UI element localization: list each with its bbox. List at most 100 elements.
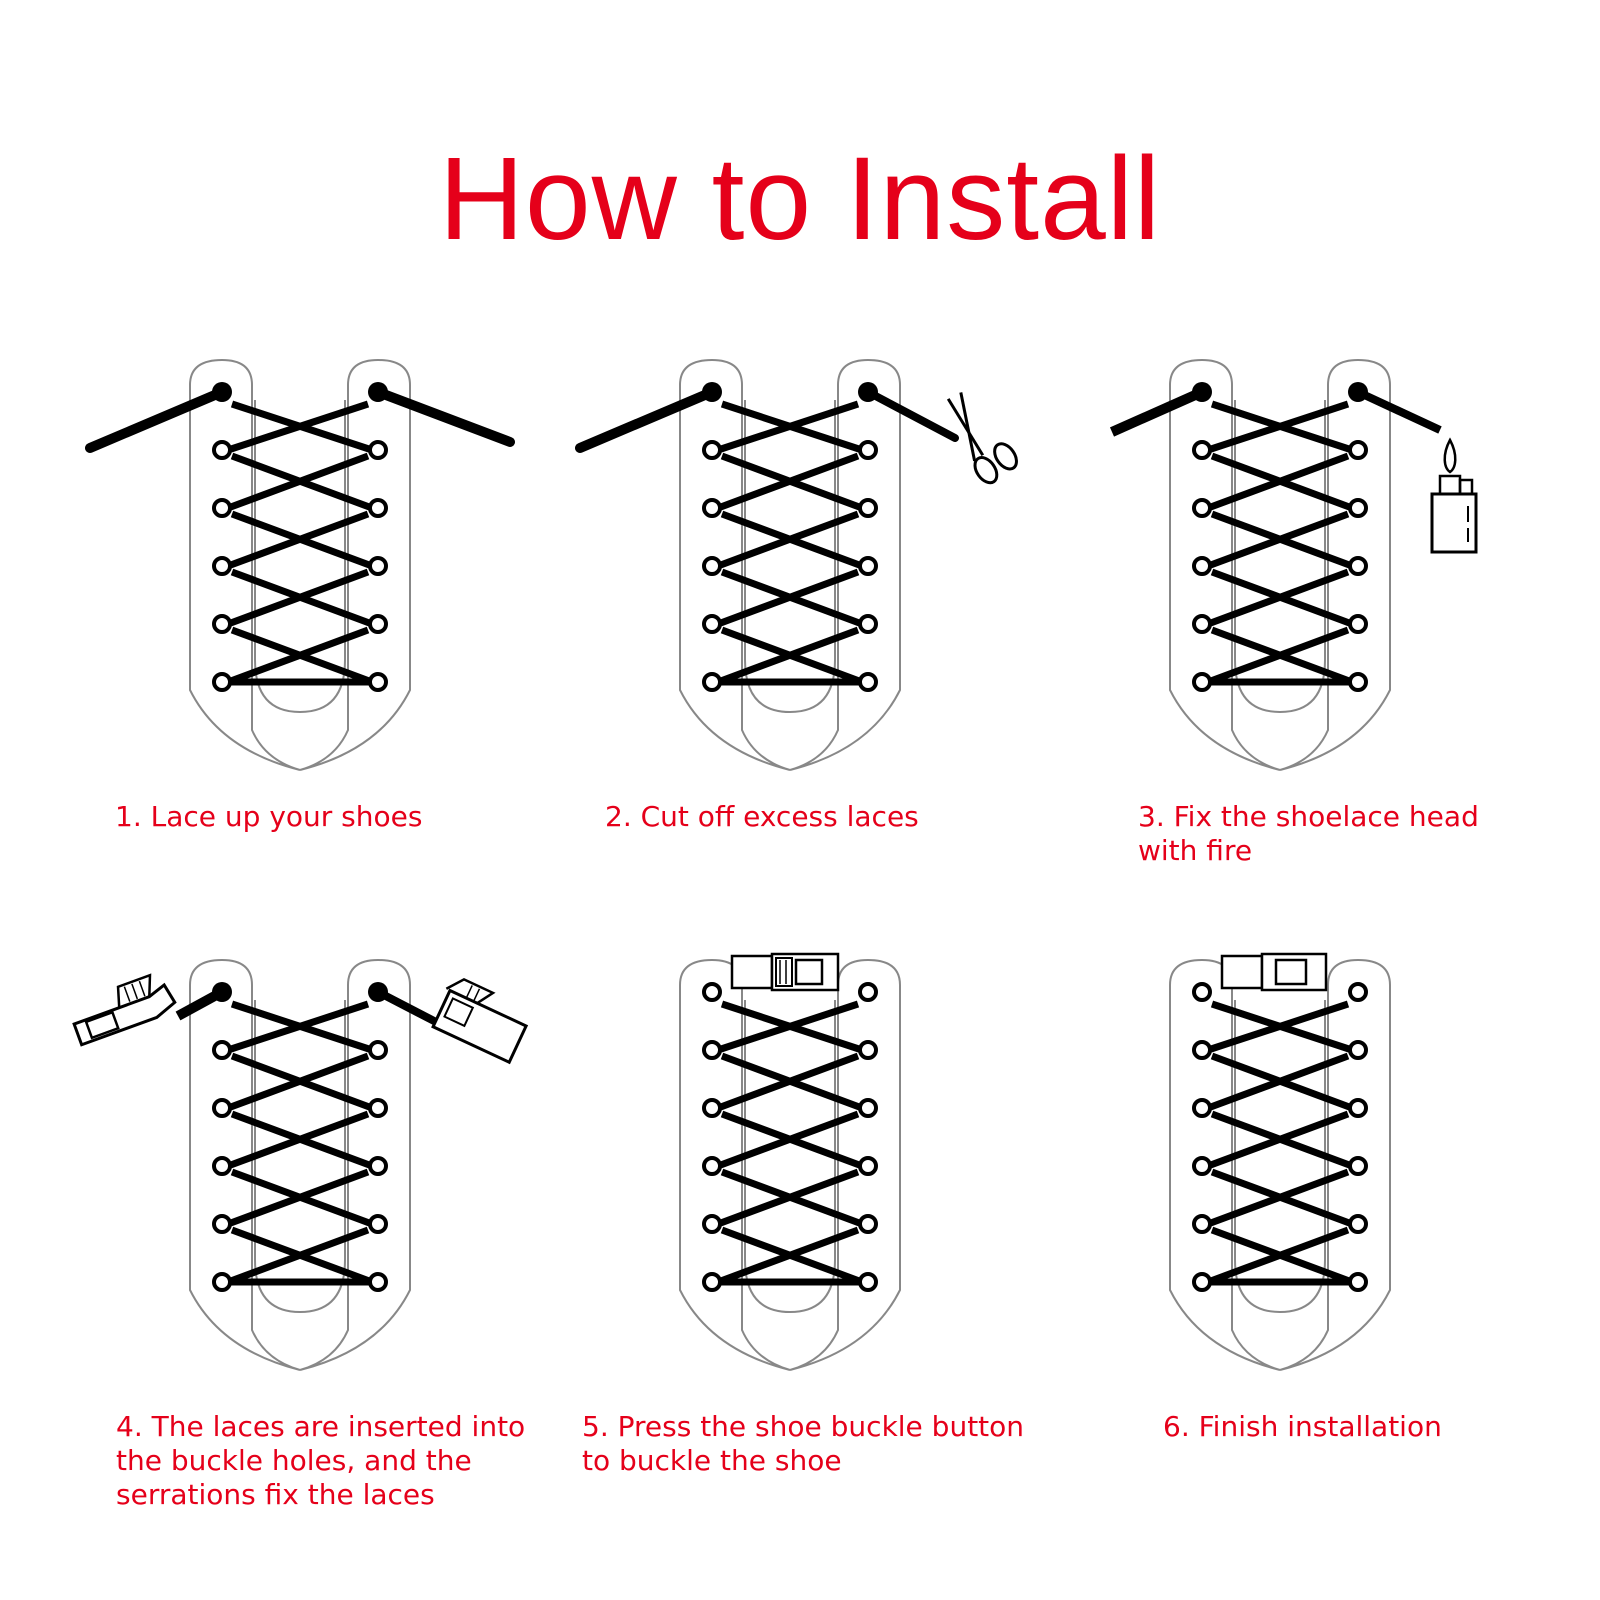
eyelet [212,1040,232,1060]
eyelet [1348,382,1368,402]
eyelet [212,556,232,576]
lace-segment [1210,400,1354,454]
lighter-icon [1430,437,1478,554]
lace-segment [230,568,374,628]
step-caption: 4. The laces are inserted into the buckl… [116,1410,526,1511]
eyelet [368,556,388,576]
page-title: How to Install [438,133,1162,265]
lace-end-right [373,387,515,447]
eyelets [1192,982,1368,1292]
eyelets [702,382,878,692]
shoe-diagram-6 [1169,952,1391,1371]
eyelet [702,556,722,576]
lace-end-left [575,387,717,453]
lace-segment [1210,510,1354,570]
shoe-diagram-4 [72,958,529,1371]
lace-segment [1210,452,1354,512]
shoe-outline [189,358,411,771]
lace-segment [720,1168,864,1228]
eyelet [212,1098,232,1118]
lace-segment [720,400,864,454]
eyelet [858,556,878,576]
eyelet [1192,1156,1212,1176]
step-caption: 1. Lace up your shoes [115,800,423,833]
eyelet [858,440,878,460]
step-caption: 2. Cut off excess laces [605,800,919,833]
eyelet [858,1214,878,1234]
shoe-diagram-1 [85,358,515,771]
lace-end-left [85,387,227,453]
shoe-flap-left [679,358,791,771]
eyelet [702,382,722,402]
eyelet [212,614,232,634]
eyelet [368,1156,388,1176]
step-5: 5. Press the shoe buckle button to buckl… [540,930,1040,1570]
lace-end-right [1356,388,1442,434]
step-4: 4. The laces are inserted into the buckl… [50,930,550,1570]
eyelet [1192,672,1212,692]
lace-segment [720,452,864,512]
shoe-flap-left [189,358,301,771]
shoe-outline [1169,358,1391,771]
eyelet [368,614,388,634]
eyelet [1348,498,1368,518]
step-1: 1. Lace up your shoes [50,330,550,970]
shoe-flap-left [1169,958,1281,1371]
shoe-diagram-2 [575,358,1018,771]
lace-end-right [376,988,438,1026]
eyelet [1192,982,1212,1002]
eyelet [1348,440,1368,460]
eyelet [368,498,388,518]
eyelet [702,982,722,1002]
shoe-diagram-3 [1109,358,1478,771]
eyelets [212,982,388,1292]
buckle-closed-icon [1220,952,1328,992]
shoe-laces [575,387,959,686]
shoe-laces [85,387,515,686]
lace-segment [230,1052,374,1112]
eyelet [702,1214,722,1234]
eyelet [212,672,232,692]
shoe-laces [175,987,438,1286]
eyelet [368,672,388,692]
shoe-outline [1169,958,1391,1371]
lace-segment [720,510,864,570]
eyelet [858,982,878,1002]
lace-segment [720,568,864,628]
eyelet [702,498,722,518]
eyelet [1192,1272,1212,1292]
eyelet [368,1098,388,1118]
shoe-laces [1202,1000,1358,1286]
lace-segment [1210,1000,1354,1054]
eyelet [212,1156,232,1176]
step-2: 2. Cut off excess laces [540,330,1040,970]
eyelet [1348,672,1368,692]
buckle-right-half-icon [431,977,529,1065]
eyelet [212,440,232,460]
eyelet [858,382,878,402]
eyelet [858,672,878,692]
shoe-diagram-5 [679,952,901,1371]
shoe-flap-left [679,958,791,1371]
shoe-flap-left [1169,358,1281,771]
scissors-icon [946,392,1018,485]
eyelet [1192,498,1212,518]
eyelet [212,982,232,1002]
eyelet [1192,1040,1212,1060]
eyelet [368,1272,388,1292]
lace-segment [230,452,374,512]
eyelet [858,1040,878,1060]
lace-segment [1210,568,1354,628]
eyelet [212,1214,232,1234]
eyelet [1348,1156,1368,1176]
eyelet [858,1156,878,1176]
eyelets [1192,382,1368,692]
step-caption: 5. Press the shoe buckle button to buckl… [582,1410,1025,1477]
lace-segment [230,1226,374,1286]
shoe-flap-right [1279,358,1391,771]
lace-segment [230,1110,374,1170]
shoe-flap-right [299,958,411,1371]
eyelet [1192,556,1212,576]
eyelet [1348,1040,1368,1060]
eyelet [858,498,878,518]
